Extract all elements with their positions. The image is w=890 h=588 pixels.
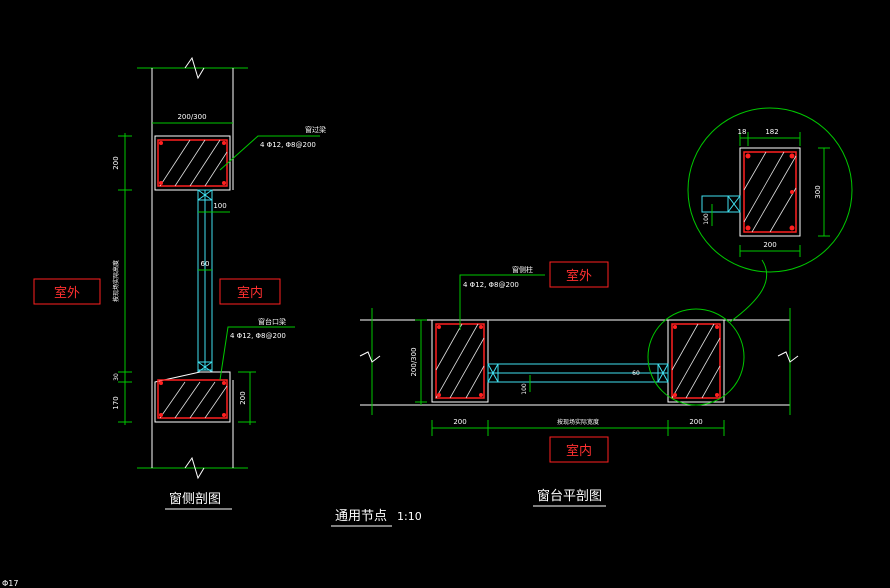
plan-break-right-symbol <box>777 351 799 363</box>
detail-dim-300: 300 <box>814 185 822 198</box>
dim-sill-200: 200 <box>239 391 247 404</box>
plan-break-left-symbol <box>359 351 381 363</box>
plan-column-right-hatch <box>671 323 721 399</box>
corner-label: Φ17 <box>2 579 18 588</box>
dim-top-width: 200/300 <box>177 113 206 121</box>
sill-leader <box>219 326 295 381</box>
indoor-box-left <box>219 278 281 305</box>
lintel-rebars <box>159 141 226 185</box>
detail-column-outline <box>739 147 801 237</box>
plan-column-left-rebars <box>437 325 483 397</box>
plan-dim-right: 200 <box>689 418 702 426</box>
plan-column-left-hatch <box>435 323 485 399</box>
plan-dim-left: 200 <box>453 418 466 426</box>
plan-column-right-rebars <box>673 325 719 397</box>
detail-dim-100: 100 <box>703 213 710 225</box>
dim-sill-30: 30 <box>113 373 120 381</box>
window-plan-section: 100 60 200/300 200 按现场实际宽度 200 窗侧柱 4 Φ12… <box>359 259 799 507</box>
common-title: 通用节点 <box>335 509 387 524</box>
common-node-title: 通用节点 1:10 <box>331 509 422 527</box>
indoor-label-left: 室内 <box>237 285 263 301</box>
lintel-label: 窗过梁 <box>305 125 326 134</box>
dim-frame-100: 100 <box>213 202 226 210</box>
lintel-rebar-cage <box>157 139 228 187</box>
detail-circle <box>687 107 853 273</box>
detail-callout-leader <box>729 259 768 323</box>
sill-beam-outline <box>154 371 231 423</box>
detail-callout-circle <box>647 308 745 406</box>
dim-lintel-h: 200 <box>112 156 120 169</box>
lintel-hatch <box>159 139 228 187</box>
plan-dim-depth: 200/300 <box>410 347 418 376</box>
plan-dim-mid: 按现场实际宽度 <box>557 418 599 426</box>
dim-frame-60: 60 <box>201 260 210 268</box>
detail-column-rebars <box>745 153 795 231</box>
sill-hatch <box>159 381 228 419</box>
detail-dim-200: 200 <box>763 241 776 249</box>
outdoor-box-right <box>549 261 609 288</box>
sill-rebar-cage <box>157 379 228 419</box>
sill-rebar-spec: 4 Φ12, Φ8@200 <box>230 332 286 340</box>
dim-window-h: 按现场实际高度 <box>112 260 120 302</box>
outdoor-label-right: 室外 <box>566 268 592 284</box>
lintel-rebar-spec: 4 Φ12, Φ8@200 <box>260 141 316 149</box>
indoor-label-right: 室内 <box>566 443 592 459</box>
dim-sill-170: 170 <box>112 396 120 409</box>
lintel-leader <box>219 135 320 171</box>
column-rebar-spec: 4 Φ12, Φ8@200 <box>463 281 519 289</box>
lintel-beam-outline <box>154 135 231 191</box>
outdoor-label-left: 室外 <box>54 285 80 301</box>
enlarged-detail: 18 182 300 200 100 <box>687 107 853 273</box>
window-top-connector <box>197 189 213 201</box>
detail-dim-182: 182 <box>765 128 778 136</box>
window-side-section: 200/300 100 60 <box>33 56 326 510</box>
column-label: 窗侧柱 <box>512 265 533 274</box>
detail-column-cage <box>743 151 797 233</box>
column-leader <box>459 274 545 330</box>
plan-column-left-cage <box>435 323 485 399</box>
sill-rebars <box>159 381 226 417</box>
indoor-box-right <box>549 436 609 463</box>
plan-column-right-cage <box>671 323 721 399</box>
plan-dim-100: 100 <box>521 383 528 395</box>
plan-column-right-outline <box>667 319 725 403</box>
plan-dim-60: 60 <box>632 370 640 377</box>
sill-label: 窗台口梁 <box>258 317 286 326</box>
plan-title: 窗台平剖图 <box>537 488 602 504</box>
scale-label: 1:10 <box>397 510 422 523</box>
detail-dim-18: 18 <box>738 128 747 136</box>
bottom-break-symbol <box>184 456 205 480</box>
section-title: 窗侧剖图 <box>169 491 221 507</box>
top-break-symbol <box>184 56 205 80</box>
outdoor-box-left <box>33 278 101 305</box>
detail-column-hatch <box>743 151 797 233</box>
